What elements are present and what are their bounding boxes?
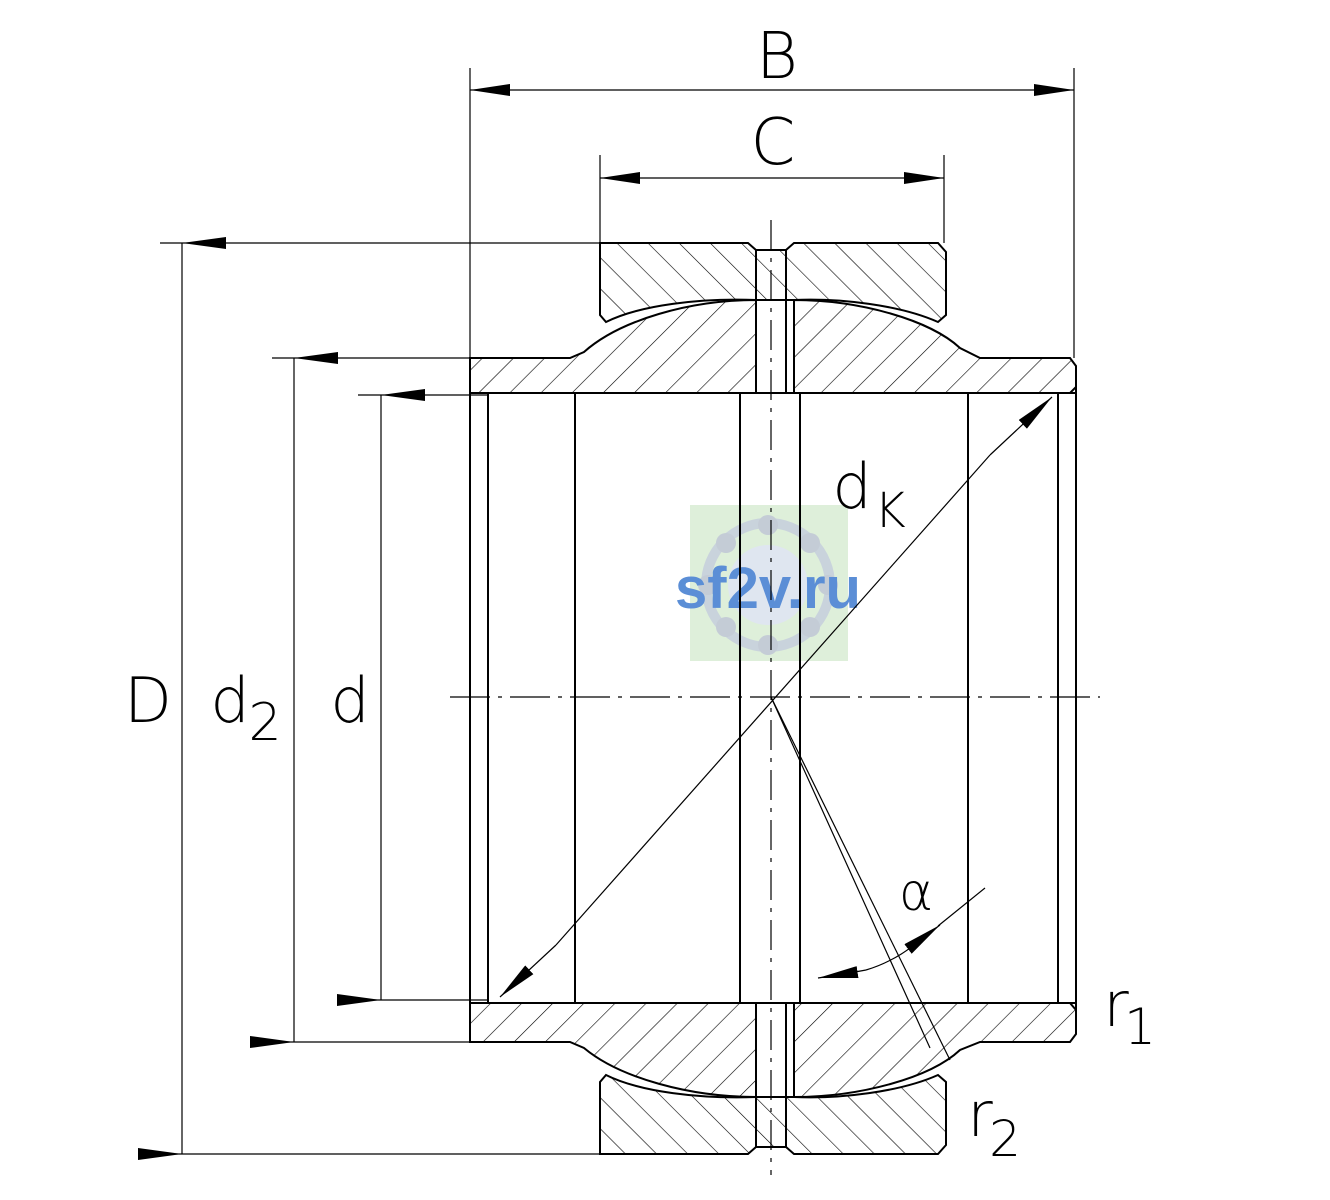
- watermark: sf2v.ru: [675, 505, 861, 661]
- watermark-text: sf2v.ru: [675, 556, 861, 621]
- inner-ring-bottom: [469, 1002, 1077, 1099]
- inner-ring-top: [469, 298, 1077, 394]
- label-B: B: [756, 20, 798, 94]
- label-d2: d 2: [210, 664, 281, 753]
- label-d2-main: d: [210, 664, 249, 737]
- label-d2-sub: 2: [248, 693, 281, 753]
- extension-lines: [160, 68, 1075, 1155]
- label-dk: d K: [832, 450, 905, 539]
- label-r1-main: r: [1103, 968, 1129, 1041]
- label-r2-sub: 2: [989, 1110, 1021, 1168]
- dimension-alpha: [770, 696, 986, 1061]
- label-d: d: [330, 664, 369, 737]
- label-r2-main: r: [967, 1078, 993, 1151]
- label-C: C: [751, 106, 796, 180]
- label-r2: r 2: [967, 1078, 1021, 1168]
- label-alpha: α: [899, 863, 933, 923]
- label-dk-main: d: [832, 450, 871, 523]
- label-dk-sub: K: [874, 483, 905, 539]
- label-r1-sub: 1: [1124, 998, 1156, 1056]
- outer-ring-bottom: [599, 1073, 947, 1155]
- outer-ring-top: [599, 242, 947, 324]
- label-D: D: [124, 664, 172, 737]
- label-r1: r 1: [1103, 968, 1156, 1056]
